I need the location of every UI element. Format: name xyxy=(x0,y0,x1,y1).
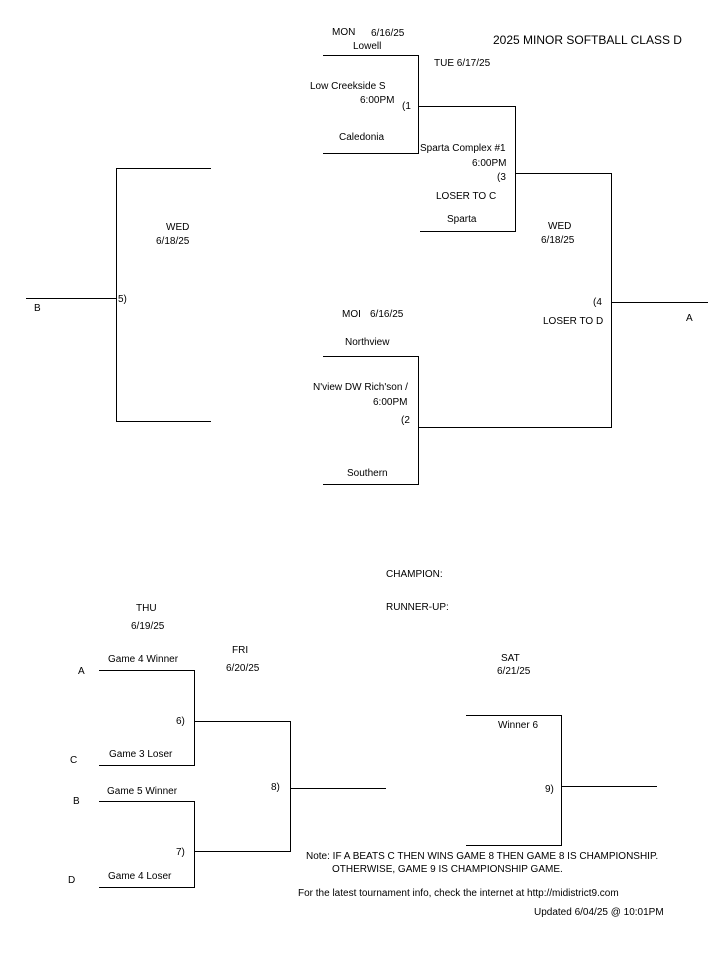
game4-winner-label: A xyxy=(686,313,693,324)
game7-seed-bottom: D xyxy=(68,875,76,886)
game2-date: 6/16/25 xyxy=(370,309,404,320)
game2-day: MOI xyxy=(342,309,361,320)
game6-number: 6) xyxy=(176,716,185,727)
game1-day: MON xyxy=(332,27,356,38)
game6-seed-top: A xyxy=(78,666,85,677)
game1-team-bottom: Caledonia xyxy=(339,132,385,143)
page-title: 2025 MINOR SOFTBALL CLASS D xyxy=(493,33,682,47)
game4-loser-note: LOSER TO D xyxy=(543,316,604,327)
game7-team-bottom: Game 4 Loser xyxy=(108,871,172,882)
updated-line: Updated 6/04/25 @ 10:01PM xyxy=(534,907,664,918)
game2-bracket xyxy=(323,356,419,485)
game1-number: (1 xyxy=(402,101,411,112)
game3-team-bottom: Sparta xyxy=(447,214,477,225)
game9-date: 6/21/25 xyxy=(497,666,531,677)
game1-time: 6:00PM xyxy=(360,95,395,106)
game2-team-top: Northview xyxy=(345,337,390,348)
champion-label: CHAMPION: xyxy=(386,569,443,580)
game1-date: 6/16/25 xyxy=(371,28,405,39)
game2-number: (2 xyxy=(401,415,410,426)
game9-team-top: Winner 6 xyxy=(498,720,539,731)
game6-team-top: Game 4 Winner xyxy=(108,654,179,665)
game9-day: SAT xyxy=(501,653,520,664)
game7-seed-top: B xyxy=(73,796,80,807)
game2-team-bottom: Southern xyxy=(347,468,388,479)
runnerup-label: RUNNER-UP: xyxy=(386,602,449,613)
game3-day-date: TUE 6/17/25 xyxy=(434,58,491,69)
game7-number: 7) xyxy=(176,847,185,858)
game5-day: WED xyxy=(166,222,190,233)
game8-number: 8) xyxy=(271,782,280,793)
game1-location: Low Creekside S xyxy=(310,81,386,92)
game3-location: Sparta Complex #1 xyxy=(420,143,506,154)
game4-day: WED xyxy=(548,221,572,232)
game4-date: 6/18/25 xyxy=(541,235,575,246)
game1-bracket xyxy=(323,55,419,154)
game6-date: 6/19/25 xyxy=(131,621,165,632)
game7-team-top: Game 5 Winner xyxy=(107,786,178,797)
game8-day: FRI xyxy=(232,645,249,656)
game9-bracket xyxy=(466,715,562,846)
note-line-2: OTHERWISE, GAME 9 IS CHAMPIONSHIP GAME. xyxy=(332,864,563,875)
game3-loser-note: LOSER TO C xyxy=(436,191,497,202)
game1-team-top: Lowell xyxy=(353,41,382,52)
game8-date: 6/20/25 xyxy=(226,663,260,674)
game3-number: (3 xyxy=(497,172,506,183)
game5-winner-label: B xyxy=(34,303,41,314)
note-line-1: Note: IF A BEATS C THEN WINS GAME 8 THEN… xyxy=(306,851,659,862)
game2-time: 6:00PM xyxy=(373,397,408,408)
game5-number: 5) xyxy=(118,294,127,305)
game5-date: 6/18/25 xyxy=(156,236,190,247)
game2-location: N'view DW Rich'son / xyxy=(313,382,408,393)
game7-bracket xyxy=(99,801,195,888)
game5-bracket xyxy=(116,168,211,422)
game9-number: 9) xyxy=(545,784,554,795)
game6-team-bottom: Game 3 Loser xyxy=(109,749,173,760)
game3-time: 6:00PM xyxy=(472,158,507,169)
game6-bracket xyxy=(99,670,195,766)
game4-number: (4 xyxy=(593,297,602,308)
game3-bracket xyxy=(420,106,516,232)
info-line: For the latest tournament info, check th… xyxy=(298,888,619,899)
game6-seed-bottom: C xyxy=(70,755,78,766)
game6-day: THU xyxy=(136,603,157,614)
